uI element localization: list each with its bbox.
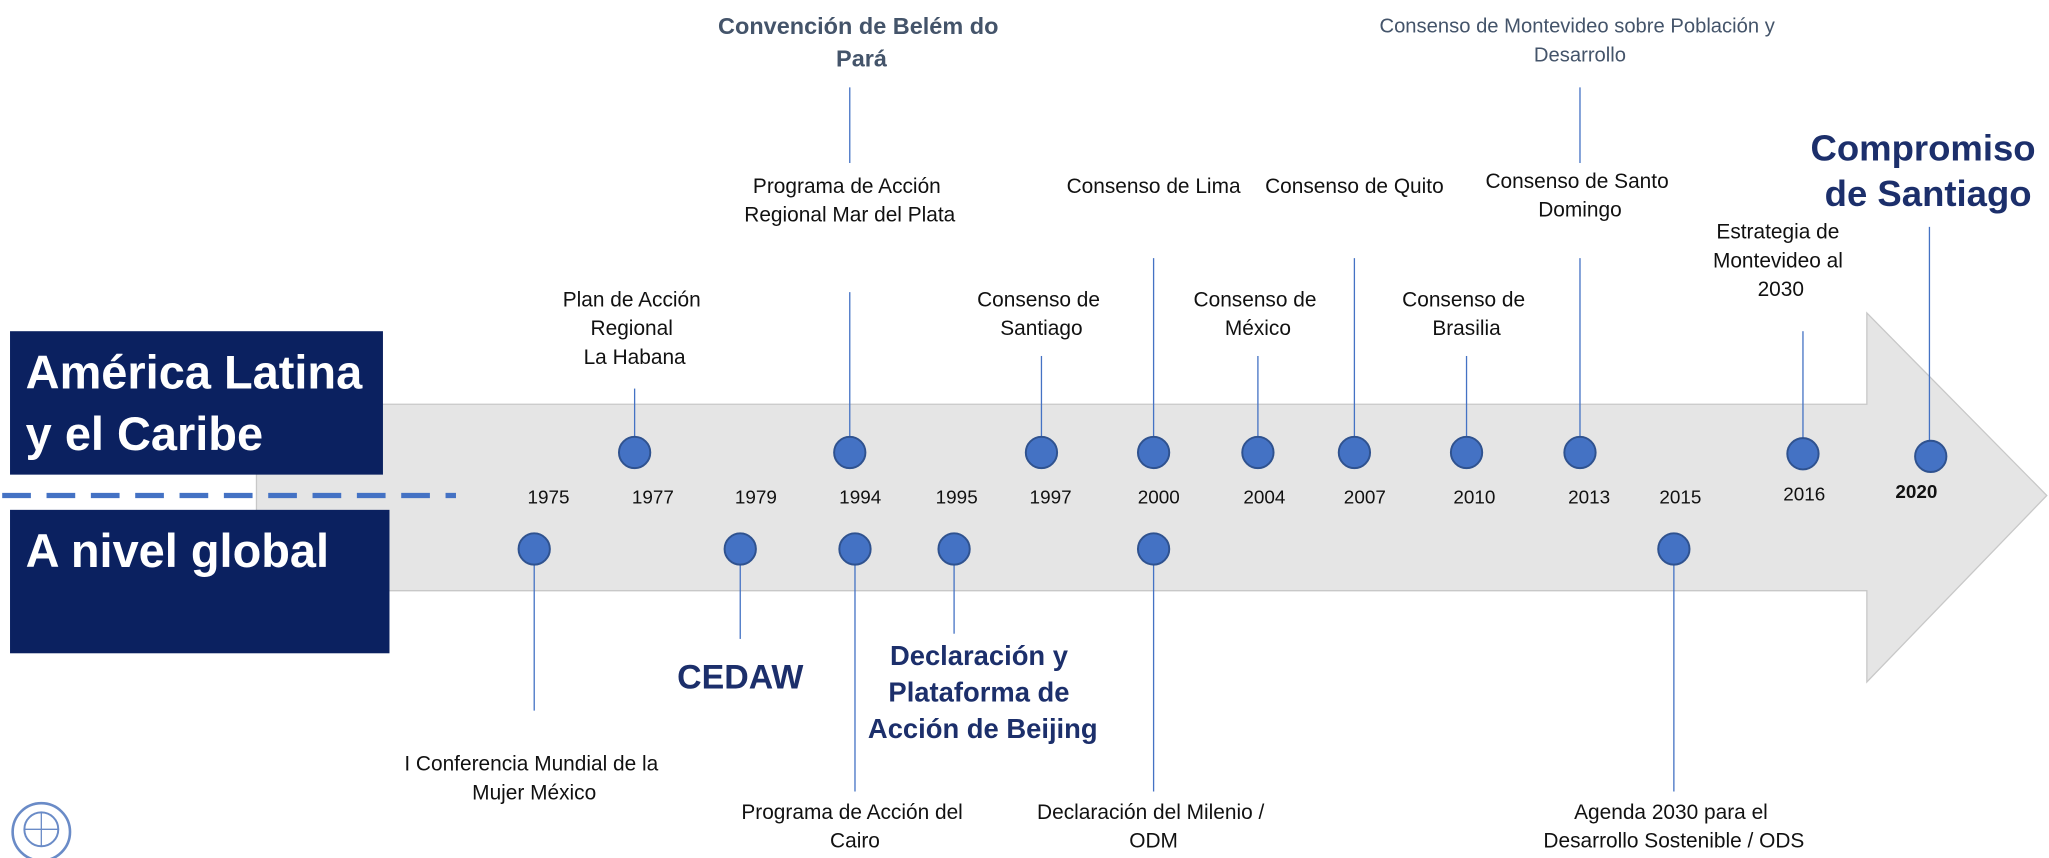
event-label-agenda2030: Agenda 2030 para el Desarrollo Sostenibl…: [1543, 801, 1804, 853]
region-label-global: A nivel global: [26, 525, 329, 577]
year-label-2015: 2015: [1659, 487, 1701, 508]
event-label-mexico: Consenso de México: [1194, 288, 1323, 340]
timeline-dot-1994-regional: [833, 435, 867, 470]
timeline-dot-1977: [617, 435, 652, 470]
event-label-habana: Plan de Acción Regional La Habana: [563, 288, 707, 368]
event-label-montevideo-estrategia: Estrategia de Montevideo al 2030: [1713, 221, 1849, 301]
year-label-1979: 1979: [735, 487, 777, 508]
year-label-2010: 2010: [1453, 487, 1495, 508]
region-box-latam: [10, 331, 383, 475]
region-box-global: [10, 509, 390, 654]
region-label-latam-line2: y el Caribe: [26, 408, 263, 460]
timeline-dot-1975: [517, 532, 551, 566]
event-label-lima: Consenso de Lima: [1067, 175, 1241, 198]
timeline-dot-1997: [1024, 435, 1059, 470]
event-label-belem: Convención de Belém do Pará: [718, 13, 1005, 72]
event-label-santiago-consenso: Consenso de Santiago: [977, 288, 1106, 340]
timeline-dot-2016: [1786, 437, 1820, 471]
timeline-dot-2007: [1337, 435, 1372, 470]
year-label-1997: 1997: [1030, 487, 1072, 508]
year-label-2020: 2020: [1895, 482, 1937, 503]
event-label-santo-domingo: Consenso de Santo Domingo: [1485, 170, 1674, 222]
timeline-dot-2000-global: [1136, 532, 1171, 566]
timeline-dot-1995: [937, 532, 971, 566]
year-label-2004: 2004: [1243, 487, 1285, 508]
timeline-dot-2000-regional: [1136, 435, 1171, 470]
year-label-2007: 2007: [1344, 487, 1386, 508]
event-label-beijing: Declaración y Plataforma de Acción de Be…: [868, 640, 1098, 744]
event-label-cairo: Programa de Acción del Cairo: [741, 801, 968, 853]
year-label-2000: 2000: [1138, 487, 1180, 508]
timeline-arrow: [255, 311, 2048, 684]
timeline-dot-2004: [1241, 435, 1275, 470]
year-label-1995: 1995: [936, 487, 978, 508]
year-label-1977: 1977: [632, 487, 674, 508]
timeline-dot-2013: [1563, 435, 1597, 470]
timeline-dot-2020: [1914, 439, 1948, 474]
year-label-1975: 1975: [528, 487, 570, 508]
event-label-brasilia: Consenso de Brasilia: [1402, 288, 1531, 340]
year-label-2016: 2016: [1783, 485, 1825, 506]
region-label-latam-line1: América Latina: [26, 347, 363, 399]
un-emblem-icon: [11, 801, 72, 858]
year-label-2013: 2013: [1568, 487, 1610, 508]
event-label-milenio: Declaración del Milenio / ODM: [1037, 801, 1270, 853]
timeline-dot-2010: [1449, 435, 1484, 470]
timeline-dot-1979: [723, 532, 757, 566]
year-label-1994: 1994: [839, 487, 881, 508]
event-label-conferencia: I Conferencia Mundial de la Mujer México: [404, 753, 664, 805]
event-label-quito: Consenso de Quito: [1265, 175, 1444, 198]
event-label-montevideo-consenso: Consenso de Montevideo sobre Población y…: [1379, 16, 1780, 67]
timeline-dot-2015: [1657, 532, 1691, 566]
event-label-cedaw: CEDAW: [677, 658, 803, 696]
event-label-compromiso: Compromiso de Santiago: [1811, 127, 2046, 214]
timeline-dot-1994-global: [838, 532, 872, 566]
event-label-mar-del-plata: Programa de Acción Regional Mar del Plat…: [744, 175, 955, 227]
